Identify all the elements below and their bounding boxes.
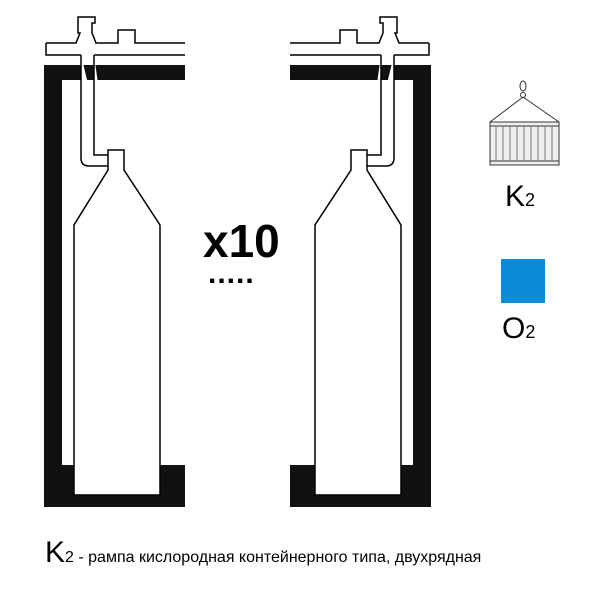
legend-index: 2 bbox=[525, 190, 536, 210]
legend-index: 2 bbox=[525, 322, 536, 342]
multiplier-label: x10 bbox=[203, 215, 280, 267]
shipping-container-icon bbox=[489, 80, 560, 166]
caption-index: 2 bbox=[65, 549, 74, 566]
ellipsis: ..... bbox=[208, 257, 255, 290]
legend-oxygen-label: O2 bbox=[502, 312, 535, 346]
cylinder-assembly-right bbox=[289, 16, 432, 508]
caption: K2 - рампа кислородная контейнерного тип… bbox=[45, 536, 481, 570]
legend-letter: K bbox=[505, 180, 526, 213]
caption-letter: K bbox=[45, 536, 66, 569]
legend-container-label: K2 bbox=[505, 180, 535, 214]
caption-text: - рампа кислородная контейнерного типа, … bbox=[73, 549, 482, 566]
legend-letter: O bbox=[502, 312, 526, 345]
oxygen-color-swatch bbox=[501, 259, 545, 303]
cylinder-assembly-left bbox=[43, 16, 186, 508]
